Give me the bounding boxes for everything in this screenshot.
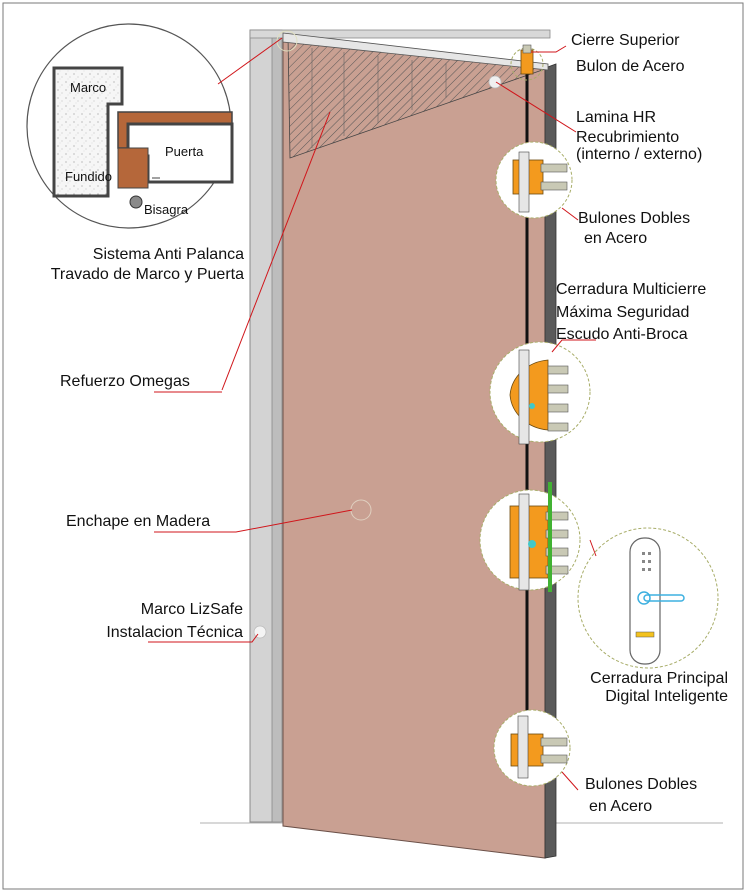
inset-label-fundido: Fundido [65,169,112,184]
label-lamina-2: Recubrimiento [576,129,680,146]
inset-label-marco: Marco [70,80,107,95]
frame-cross-section-icon [26,23,234,229]
label-cerradura-principal-2: Digital Inteligente [605,688,728,705]
inset-label-puerta: Puerta [165,144,204,159]
label-bulones-bottom-2: en Acero [589,798,653,815]
double-bolts-bottom [493,709,571,787]
label-cierre-superior-1: Cierre Superior [571,32,680,49]
label-multicierre-1: Cerradura Multicierre [556,281,707,298]
callout-lines [148,37,597,791]
label-enchape: Enchape en Madera [66,513,211,530]
inset-label-bisagra: Bisagra [144,202,189,217]
label-multicierre-2: Máxima Seguridad [556,304,690,321]
double-bolts-top [495,141,573,219]
label-multicierre-3: Escudo Anti-Broca [556,326,688,343]
door-leaf [282,32,557,859]
label-cerradura-principal-1: Cerradura Principal [590,670,728,687]
label-marco-lizsafe-2: Instalacion Técnica [106,624,243,641]
main-lock [479,482,581,592]
top-bolt [510,44,544,81]
label-anti-palanca-1: Sistema Anti Palanca [92,246,244,263]
label-bulones-top-2: en Acero [584,230,648,247]
label-bulones-bottom-1: Bulones Dobles [585,776,698,793]
label-anti-palanca-2: Travado de Marco y Puerta [50,266,244,283]
smart-lock-icon [577,527,719,669]
label-marco-lizsafe-1: Marco LizSafe [140,601,243,618]
label-lamina-1: Lamina HR [576,109,657,126]
multipoint-lock [489,341,591,445]
anchor-dot [488,75,502,89]
label-bulones-top-1: Bulones Dobles [578,210,691,227]
label-cierre-superior-2: Bulon de Acero [576,58,685,75]
label-lamina-3: (interno / externo) [576,146,703,163]
door-frame [249,29,551,823]
label-refuerzo: Refuerzo Omegas [60,373,190,390]
